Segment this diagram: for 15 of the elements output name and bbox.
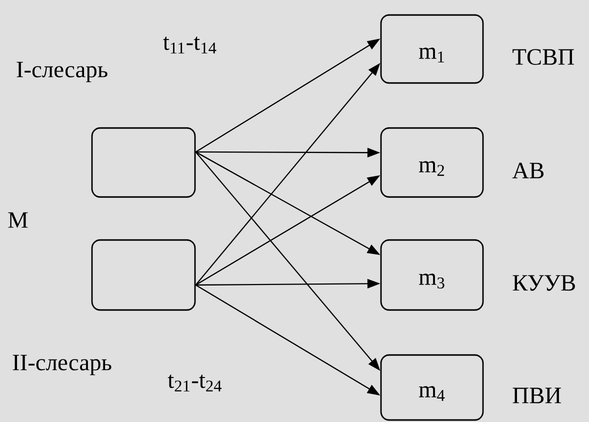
- text-label: II-слесарь: [12, 354, 112, 376]
- empty-box: [91, 239, 196, 311]
- empty-box: [91, 127, 196, 198]
- machine-box: m$_{3}$: [380, 239, 484, 311]
- machine-box: m$_{1}$: [380, 14, 484, 84]
- text-label: M: [8, 212, 28, 228]
- text-label: I-слесарь: [16, 62, 108, 82]
- machine-box: m$_{2}$: [380, 127, 484, 198]
- text-label: t$_{11}$-t$_{14}$: [163, 36, 216, 54]
- text-label: t$_{21}$-t$_{24}$: [168, 374, 222, 392]
- machine-label: ТСВП: [512, 49, 574, 65]
- machine-box: m$_{4}$: [380, 354, 484, 421]
- machine-label: КУУВ: [512, 275, 575, 291]
- machine-label: АВ: [512, 162, 544, 178]
- machine-label: ПВИ: [512, 388, 561, 404]
